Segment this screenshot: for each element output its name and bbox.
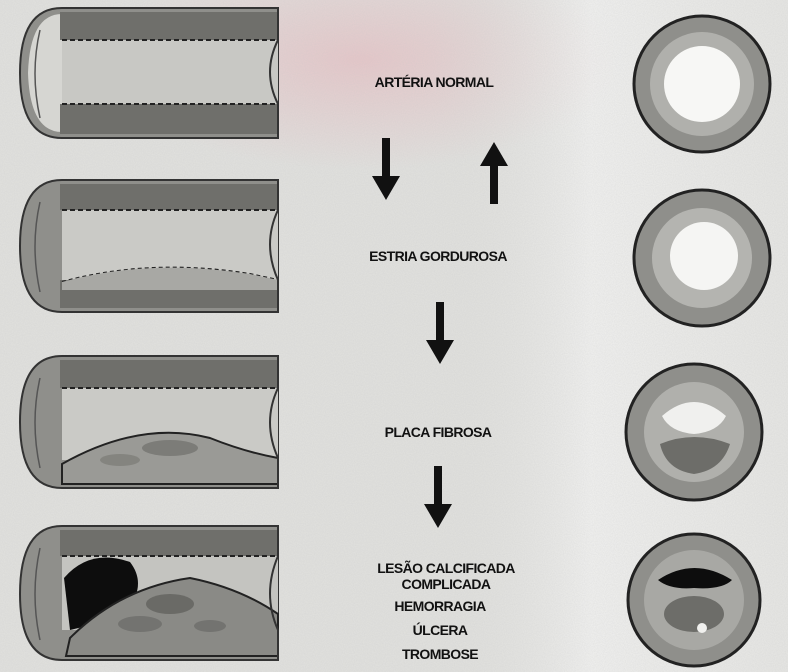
longitudinal-section-complicated-lesion (0, 518, 300, 668)
arrow-down-icon (426, 302, 454, 366)
longitudinal-section-fatty-streak (0, 172, 300, 322)
cross-section-normal (630, 12, 780, 162)
arrow-down-icon (424, 466, 452, 530)
label-complicated: COMPLICADA (402, 576, 491, 592)
cross-section-complicated-lesion (622, 530, 772, 670)
longitudinal-section-fibrous-plaque (0, 348, 300, 498)
longitudinal-section-normal (0, 0, 300, 150)
arrow-down-icon (372, 138, 400, 202)
arrow-up-icon (480, 140, 508, 204)
label-thrombosis: TROMBOSE (402, 646, 478, 662)
stage-label-fatty-streak: ESTRIA GORDUROSA (369, 248, 507, 264)
label-ulcer: ÚLCERA (413, 622, 468, 638)
stage-label-normal-artery: ARTÉRIA NORMAL (375, 74, 494, 90)
stage-label-calcified-lesion: LESÃO CALCIFICADA (377, 560, 515, 576)
stage-label-fibrous-plaque: PLACA FIBROSA (385, 424, 492, 440)
cross-section-fatty-streak (630, 186, 780, 336)
cross-section-fibrous-plaque (622, 360, 772, 510)
label-hemorrhage: HEMORRAGIA (394, 598, 485, 614)
